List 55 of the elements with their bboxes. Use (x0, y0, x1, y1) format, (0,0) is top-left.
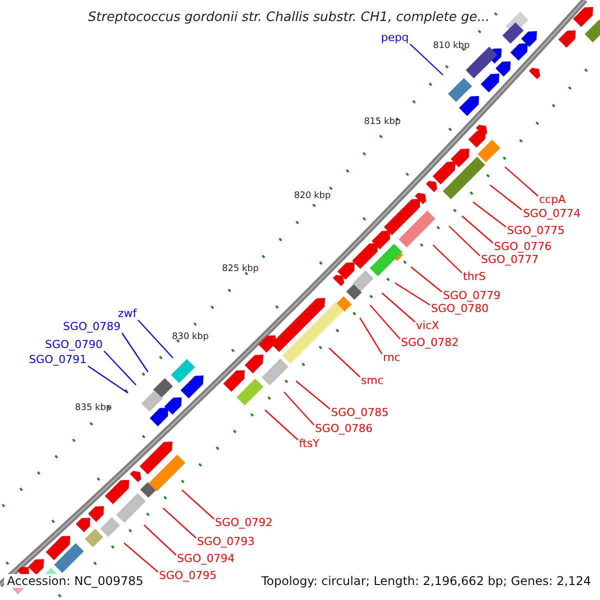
gene-label: SGO_0789 (63, 321, 121, 332)
leader-line (382, 292, 416, 322)
gene-label: pepq (381, 32, 409, 43)
gene-label: SGO_0774 (523, 208, 581, 219)
leader-line (394, 282, 430, 306)
scale-label: 825 kbp (222, 265, 259, 274)
leader-line (296, 380, 330, 410)
gene-label: SGO_0794 (177, 553, 235, 564)
gene-label: vicX (416, 320, 440, 331)
leader-line (370, 304, 400, 340)
leader-line (104, 350, 136, 386)
gene-label: thrS (463, 271, 486, 282)
leader-line (264, 410, 298, 440)
gene-label: SGO_0782 (401, 337, 459, 348)
leader-line (284, 392, 314, 426)
leader-line (490, 184, 522, 210)
scale-label: 820 kbp (294, 192, 331, 201)
scale-label: 815 kbp (364, 118, 401, 127)
leader-line (182, 490, 214, 520)
scale-label: 835 kbp (75, 404, 112, 413)
gene-label: ftsY (299, 438, 320, 449)
leader-line (472, 202, 506, 228)
leader-line (359, 318, 383, 354)
gene-label: zwf (118, 308, 137, 319)
gene-label: SGO_0792 (215, 517, 273, 528)
title: Streptococcus gordonii str. Challis substr. CH1, complete ge... (88, 11, 490, 24)
gene-label: SGO_0795 (159, 570, 217, 581)
gene-label: ccpA (539, 194, 566, 205)
leader-line (124, 542, 158, 572)
gene-label: SGO_0791 (29, 354, 87, 365)
leader-line (138, 320, 174, 358)
leader-line (410, 44, 444, 76)
leader-line (122, 332, 148, 372)
leader-line (144, 524, 176, 556)
gene-label: SGO_0776 (494, 241, 552, 252)
gene-label: SGO_0790 (45, 339, 103, 350)
leader-line (448, 226, 480, 256)
gene-label: SGO_0793 (197, 536, 255, 547)
gene-label: SGO_0785 (331, 407, 389, 418)
gene-label: SGO_0780 (431, 303, 489, 314)
gene-label: SGO_0777 (481, 254, 539, 265)
leader-line (410, 266, 442, 292)
gene-label: rnc (383, 352, 400, 363)
gene-label: SGO_0786 (315, 423, 373, 434)
leader-line (162, 508, 196, 538)
gene-label: SGO_0775 (507, 225, 565, 236)
leader-line (328, 348, 360, 378)
leader-line (504, 166, 538, 196)
leader-line (462, 216, 494, 244)
scale-label: 830 kbp (172, 333, 209, 342)
scale-label: 810 kbp (433, 42, 470, 51)
leader-line (88, 366, 128, 394)
gene-label: SGO_0779 (443, 290, 501, 301)
leader-line (432, 244, 462, 274)
gene-label: smc (361, 375, 384, 386)
